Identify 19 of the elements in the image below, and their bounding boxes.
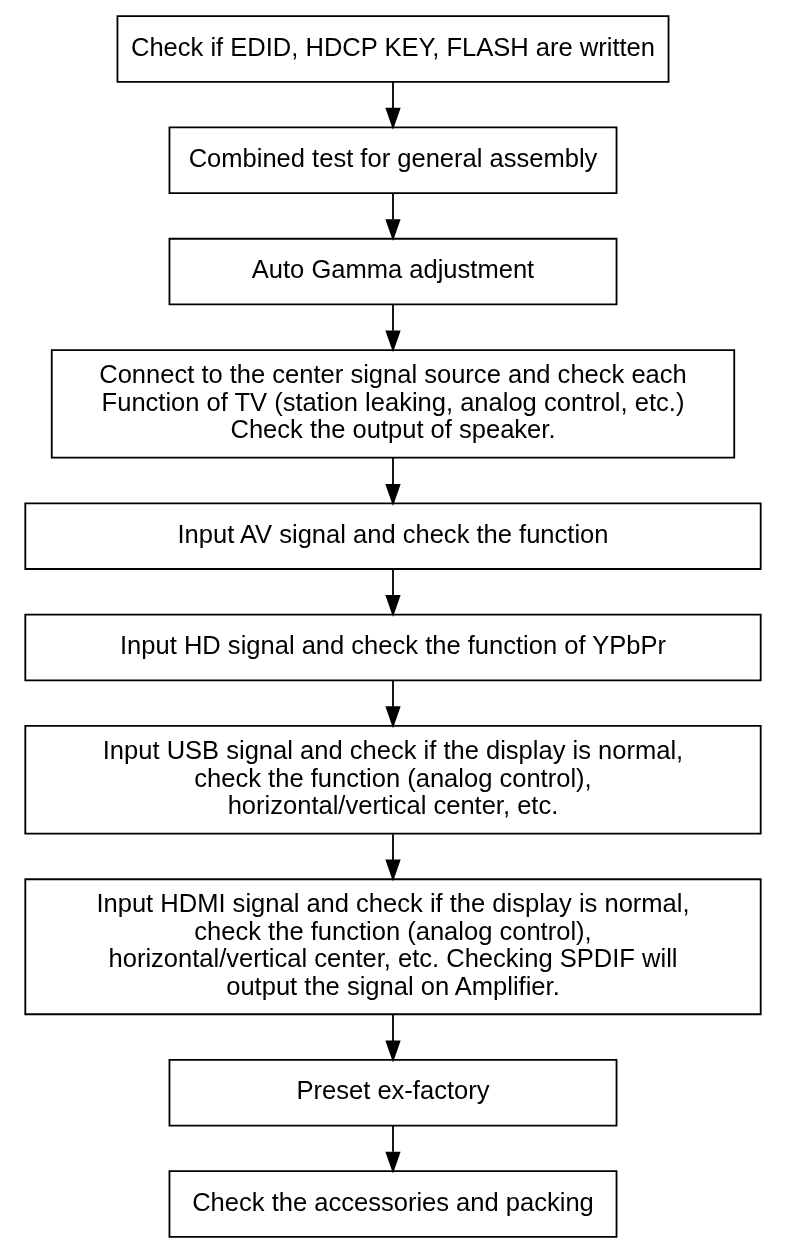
node-box: Combined test for general assembly bbox=[168, 126, 618, 194]
arrow bbox=[385, 568, 401, 617]
node-box: Check the accessories and packing bbox=[168, 1170, 618, 1238]
arrow bbox=[385, 81, 401, 130]
arrow bbox=[385, 833, 401, 882]
node-box: Auto Gamma adjustment bbox=[168, 237, 618, 306]
arrow bbox=[385, 679, 401, 729]
node-box: Connect to the center signal source and check each Function of TV (station leaking, analog control, etc.) Check the output of speaker. bbox=[50, 349, 736, 459]
arrow bbox=[385, 303, 401, 353]
arrow bbox=[385, 457, 401, 506]
node-box: Input HDMI signal and check if the display is normal, check the function (analog control), horizontal/vertical center, etc. Checking SPDIF will output the signal on Amplifier. bbox=[24, 878, 762, 1016]
node-box: Check if EDID, HDCP KEY, FLASH are written bbox=[116, 15, 670, 83]
arrow bbox=[385, 1013, 401, 1063]
node-box: Input USB signal and check if the display is normal, check the function (analog control), horizontal/vertical center, etc. bbox=[24, 725, 762, 835]
node-box: Input AV signal and check the function bbox=[24, 502, 762, 570]
node-box: Preset ex-factory bbox=[168, 1059, 618, 1127]
arrow bbox=[385, 1124, 401, 1174]
arrow bbox=[385, 192, 401, 242]
node-box: Input HD signal and check the function of YPbPr bbox=[24, 613, 762, 682]
